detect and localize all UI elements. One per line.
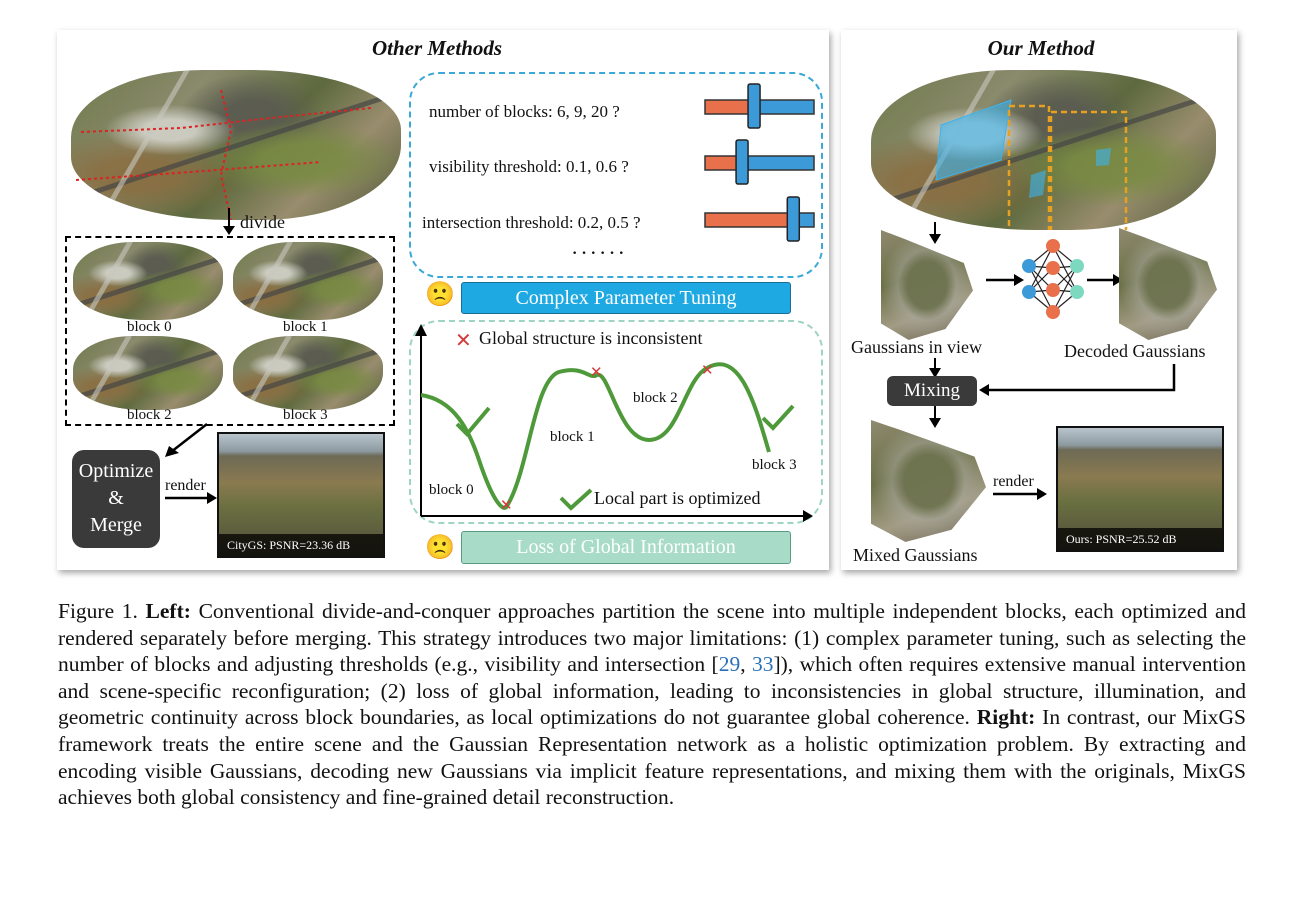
loss-box: [409, 320, 823, 524]
citation-29-link[interactable]: 29: [718, 652, 741, 677]
curve-label-block-0: block 0: [429, 482, 474, 498]
ours-psnr-caption: Ours: PSNR=25.52 dB: [1058, 528, 1222, 550]
figure-caption: Figure 1. Left: Conventional divide-and-…: [58, 598, 1246, 811]
full-scene-aerial-image: [71, 70, 401, 220]
optimize-label: Optimize: [78, 460, 154, 482]
optimize-merge-box: Optimize & Merge: [72, 450, 160, 548]
ampersand-label: &: [108, 487, 124, 509]
cross-mark-icon-block2: ✕: [701, 363, 714, 379]
slider-fill-left: [704, 212, 795, 228]
blocks-to-merge-arrow: [165, 423, 208, 457]
block-0-image: [73, 242, 223, 320]
cross-mark-icon-block0: ✕: [500, 498, 513, 514]
other-methods-panel: Other Methods divide block 0 block 1 blo…: [57, 30, 829, 570]
scene-to-view-arrow: [929, 222, 941, 244]
left-heading: Left:: [145, 599, 191, 623]
block-0-label: block 0: [127, 319, 172, 335]
parameter-tuning-box: [409, 72, 823, 278]
left-text-part1: Conventional divide-and-conquer approach…: [58, 599, 1247, 677]
render-label-right: render: [993, 473, 1034, 490]
curve-label-block-1: block 1: [550, 429, 595, 445]
view-to-network-arrow: [986, 274, 1024, 286]
decoded-gaussians-image: [1119, 228, 1217, 340]
ours-render-image: Ours: PSNR=25.52 dB: [1056, 426, 1224, 552]
param-intersection-threshold: intersection threshold: 0.2, 0.5 ?: [422, 213, 641, 232]
block-1-image: [233, 242, 383, 320]
divide-label: divide: [240, 212, 285, 232]
citation-separator: ,: [740, 652, 752, 677]
slider-fill-right: [753, 99, 815, 115]
global-structure-inconsistent-label: Global structure is inconsistent: [479, 328, 703, 348]
param-slider-1: [704, 139, 815, 185]
block-3-image: [233, 336, 383, 410]
params-ellipsis: · · · · · ·: [572, 245, 625, 262]
view-to-mixing-arrow: [929, 358, 941, 378]
loss-of-global-information-label: Loss of Global Information: [461, 531, 791, 564]
block-2-image: [73, 336, 223, 410]
render-arrow-left: [165, 492, 217, 504]
decoded-to-mixing-arrow: [979, 364, 1176, 396]
slider-knob: [735, 139, 749, 185]
right-text: In contrast, our MixGS framework treats …: [58, 705, 1247, 810]
param-slider-0: [704, 83, 815, 129]
mixing-box: Mixing: [887, 376, 977, 406]
other-methods-title: Other Methods: [371, 36, 503, 60]
curve-label-block-2: block 2: [633, 390, 678, 406]
blocks-dashed-box: [65, 236, 395, 426]
param-number-of-blocks: number of blocks: 6, 9, 20 ?: [429, 102, 620, 121]
loss-curve-plot: [415, 324, 813, 522]
merge-label: Merge: [90, 514, 142, 536]
local-part-optimized-label: Local part is optimized: [594, 488, 761, 508]
param-visibility-threshold: visibility threshold: 0.1, 0.6 ?: [429, 157, 629, 176]
network-to-decoded-arrow: [1087, 274, 1123, 286]
render-arrow-right: [993, 488, 1047, 500]
cross-mark-icon-title: ✕: [455, 330, 472, 352]
slider-knob: [786, 196, 801, 242]
tuning-sad-face-icon: 🙁: [425, 282, 455, 308]
mixed-gaussians-label: Mixed Gaussians: [853, 545, 978, 565]
gaussians-in-view-image: [881, 230, 973, 340]
mixing-to-mixed-arrow: [929, 406, 941, 428]
our-scene-aerial-image: [871, 70, 1216, 230]
block-2-label: block 2: [127, 407, 172, 423]
gaussians-in-view-label: Gaussians in view: [851, 337, 982, 357]
param-slider-2: [704, 196, 815, 242]
block-partition-lines: [75, 89, 372, 220]
our-method-panel: Our Method Gaussians in view Decoded Gau…: [841, 30, 1237, 570]
decoded-gaussians-label: Decoded Gaussians: [1064, 341, 1206, 361]
our-method-title: Our Method: [987, 36, 1095, 60]
citygs-render-image: CityGS: PSNR=23.36 dB: [217, 432, 385, 558]
slider-fill-left: [704, 99, 755, 115]
mixed-gaussians-image: [871, 420, 986, 542]
citygs-psnr-caption: CityGS: PSNR=23.36 dB: [219, 534, 383, 556]
slider-fill-right: [741, 155, 815, 171]
slider-knob: [747, 83, 761, 129]
block-3-label: block 3: [283, 407, 328, 423]
block-1-label: block 1: [283, 319, 328, 335]
citation-33-link[interactable]: 33: [751, 652, 774, 677]
curve-label-block-3: block 3: [752, 457, 797, 473]
complex-parameter-tuning-label: Complex Parameter Tuning: [461, 282, 791, 314]
loss-sad-face-icon: 🙁: [425, 535, 455, 561]
right-heading: Right:: [976, 705, 1036, 730]
figure-label: Figure 1.: [58, 599, 138, 623]
divide-arrow: [223, 208, 235, 235]
neural-network-icon: [1022, 239, 1084, 319]
left-text-part2: ]), which often requires extensive manua…: [58, 652, 1247, 730]
render-label-left: render: [165, 477, 206, 494]
view-frustum-overlay: [935, 99, 1128, 230]
cross-mark-icon-block1: ✕: [590, 365, 603, 381]
